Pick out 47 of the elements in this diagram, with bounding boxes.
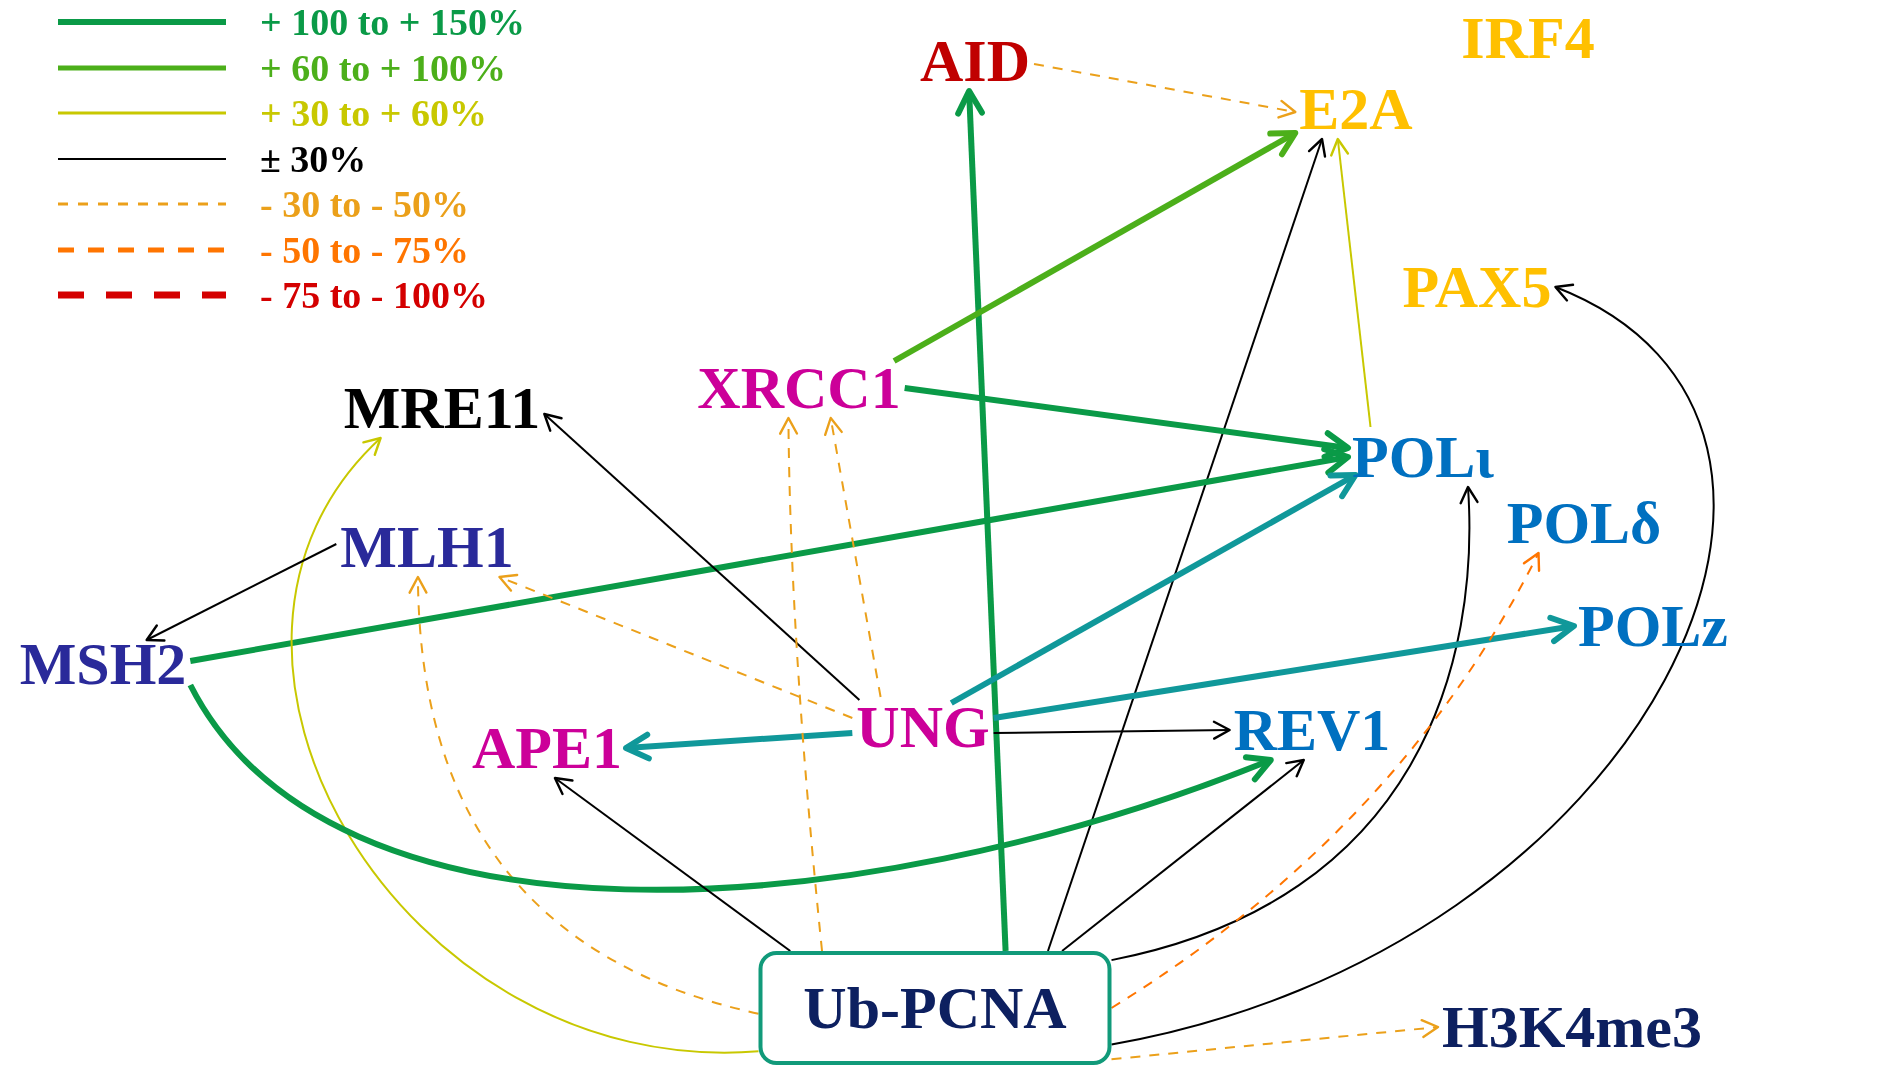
gene-label: UNG [852,697,994,757]
arrow [553,776,792,952]
arrow [1046,137,1327,952]
arrow [993,614,1577,721]
gene-label: POLι [1348,427,1498,487]
arrow [1061,758,1305,952]
arrow [824,416,882,698]
arrow [145,543,338,642]
gene-label: H3K4me3 [1438,997,1706,1057]
arrow [779,416,824,952]
arrow [1110,285,1715,1046]
legend-text: + 100 to + 150% [260,3,525,41]
gene-label: APE1 [468,718,626,778]
arrow [543,412,861,701]
gene-label: MRE11 [339,378,545,438]
legend-text: ± 30% [260,139,367,178]
gene-label: MLH1 [336,517,518,577]
arrow [955,88,1009,952]
arrow [290,436,760,1053]
gene-label: PAX5 [1398,257,1556,317]
arrow [1110,485,1479,962]
gene-label: POLδ [1502,493,1666,553]
gene-label: E2A [1295,79,1417,139]
legend-text: - 75 to - 100% [260,276,488,314]
arrow [1033,63,1297,119]
rounded-box: Ub-PCNA [758,951,1112,1065]
gene-label: AID [916,31,1034,91]
legend-text: + 30 to + 60% [260,94,487,132]
gene-label: MSH2 [15,634,191,694]
arrow [409,575,760,1015]
arrow [992,720,1231,740]
gene-label: XRCC1 [693,358,905,418]
arrow [623,730,853,762]
arrow [1110,1019,1440,1061]
arrow [904,385,1351,460]
arrow [189,446,1351,664]
legend-text: - 30 to - 50% [260,185,469,223]
legend-text: + 60 to + 100% [260,48,506,87]
gene-label: REV1 [1229,700,1395,760]
arrow [1110,551,1540,1009]
legend-text: - 50 to - 75% [260,230,469,269]
arrow [187,683,1274,893]
arrow [1330,137,1372,428]
gene-label: IRF4 [1457,8,1599,68]
arrow [949,472,1359,706]
arrow [498,573,854,719]
arrow [892,130,1299,364]
